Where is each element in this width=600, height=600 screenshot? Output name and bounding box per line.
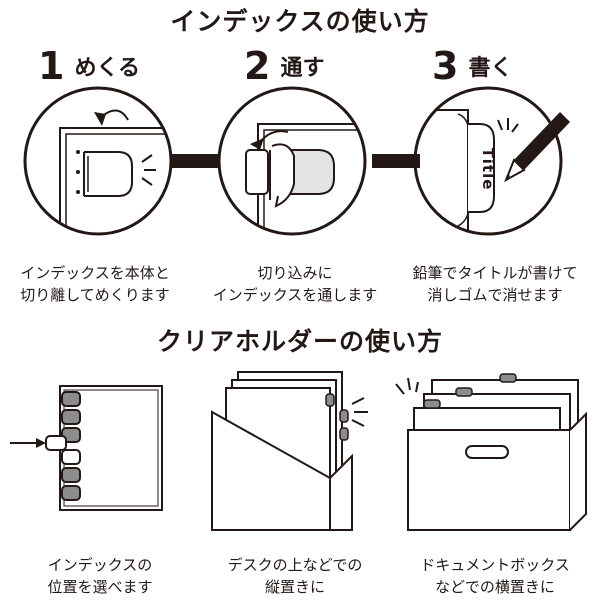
step-1-illustration (23, 86, 173, 236)
step-2-heading: 2 通す (244, 44, 324, 88)
caption-line: 切り込みに (257, 264, 333, 282)
caption-line: などでの横置きに (435, 578, 555, 596)
caption-line: 鉛筆でタイトルが書けて (412, 264, 578, 282)
step-3-heading: 3 書く (432, 44, 512, 88)
step-number: 1 (38, 44, 65, 88)
panel-3-illustration (395, 373, 587, 531)
step-2-illustration (217, 86, 367, 236)
caption-line: インデックスの (47, 556, 153, 574)
step-label: 通す (280, 56, 325, 81)
step-3-illustration (413, 86, 570, 236)
panel-2-caption: デスクの上などでの 縦置きに (195, 554, 395, 598)
step-1-caption: インデックスを本体と 切り離してめくります (0, 262, 190, 306)
step-1-heading: 1 めくる (38, 44, 140, 88)
section-title-index-usage: インデックスの使い方 (170, 7, 430, 36)
caption-line: 消しゴムで消せます (427, 286, 563, 304)
caption-line: 位置を選べます (47, 578, 153, 596)
tab-title-text: Title (479, 147, 497, 191)
panel-2-illustration (211, 371, 368, 531)
step-label: 書く (468, 56, 513, 81)
caption-line: インデックスを本体と (20, 264, 170, 282)
step-3-caption: 鉛筆でタイトルが書けて 消しゴムで消せます (395, 262, 595, 306)
panel-3-caption: ドキュメントボックス などでの横置きに (395, 554, 595, 598)
step-number: 2 (244, 44, 271, 88)
connector-bar (372, 154, 420, 168)
panel-1-illustration (10, 385, 163, 511)
step-number: 3 (432, 44, 459, 88)
connector-bar (170, 154, 220, 168)
caption-line: 切り離してめくります (20, 286, 170, 304)
panel-1-caption: インデックスの 位置を選べます (0, 554, 200, 598)
caption-line: インデックスを通します (212, 286, 378, 304)
section-title-clear-holder-usage: クリアホルダーの使い方 (156, 327, 443, 356)
step-label: めくる (74, 56, 141, 81)
caption-line: 縦置きに (264, 578, 325, 596)
caption-line: デスクの上などでの (227, 556, 363, 574)
caption-line: ドキュメントボックス (420, 556, 570, 574)
step-2-caption: 切り込みに インデックスを通します (195, 262, 395, 306)
